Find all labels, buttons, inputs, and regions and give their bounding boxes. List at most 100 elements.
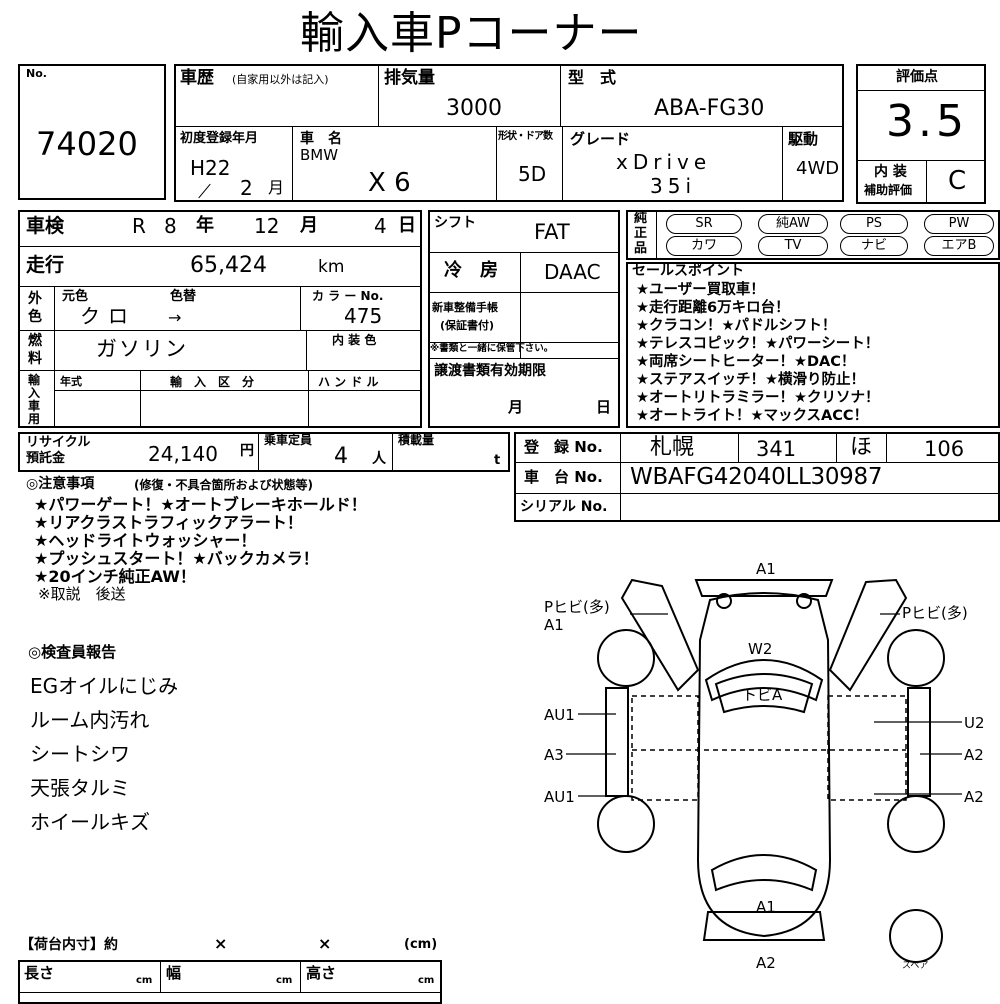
inspection-month-unit: 月: [300, 215, 318, 236]
cargo-width-label: 幅: [166, 964, 182, 982]
interior-rating-label-1: 内 装: [874, 164, 907, 180]
car-outline: [597, 578, 945, 963]
cargo-title: 【荷台内寸】約: [20, 937, 118, 953]
load-label: 積載量: [398, 433, 435, 447]
ac-label: 冷 房: [444, 260, 498, 281]
car-name: X 6: [368, 168, 411, 198]
exterior-color-value: クロ: [80, 304, 136, 328]
inspection-day: 4: [374, 214, 387, 238]
grade-label: グレード: [570, 130, 631, 148]
grade-line2: 35i: [650, 174, 697, 198]
fuel-label-2: 料: [28, 351, 42, 367]
serial-label: シリアル No.: [520, 499, 608, 515]
shift-value: FAT: [534, 220, 570, 244]
displacement-label: 排気量: [384, 68, 435, 88]
selling-points-title: セールスポイント: [632, 263, 744, 279]
registration-number: 106: [924, 437, 965, 461]
history-label: 車歴: [180, 68, 214, 88]
equip-airbag: エアB: [924, 236, 994, 256]
note-line: ※取説 後送: [38, 585, 126, 603]
recycle-value: 24,140: [148, 442, 218, 466]
registration-label: 登 録 No.: [524, 438, 603, 456]
lot-label: No.: [26, 67, 47, 80]
selling-point-line: ★クラコン！★パドルシフト！: [636, 318, 837, 334]
import-year-label: 年式: [60, 375, 82, 388]
transfer-day-unit: 日: [596, 398, 612, 416]
mileage-label: 走行: [26, 254, 65, 276]
damage-labels: A1 Pヒビ(多) A1 Pヒビ(多) W2 トビA AU1 A3 AU1 U2…: [544, 560, 985, 972]
registration-kana: ほ: [850, 435, 873, 460]
inspection-month: 12: [254, 214, 280, 238]
inspector-line: EGオイルにじみ: [30, 674, 179, 698]
mileage-unit: km: [318, 257, 345, 277]
label-left-upper: AU1: [544, 706, 575, 724]
capacity-unit: 人: [372, 451, 386, 467]
capacity-label: 乗車定員: [264, 433, 313, 447]
inspection-year-unit: 年: [196, 215, 214, 236]
mileage-value: 65,424: [190, 253, 267, 278]
note-line: ★20インチ純正AW！: [34, 567, 196, 586]
selling-point-line: ★ユーザー買取車！: [636, 282, 765, 298]
cargo-width-unit: cm: [276, 975, 293, 986]
door-outlines: [631, 695, 907, 801]
load-unit: t: [494, 453, 501, 468]
selling-point-line: ★オートライト！★マックスACC！: [636, 408, 869, 424]
equip-navi: ナビ: [840, 236, 908, 256]
equip-ps: PS: [840, 214, 908, 234]
label-rear: A1: [756, 898, 776, 916]
label-roof: トビA: [742, 686, 783, 704]
cargo-height-label: 高さ: [306, 964, 337, 982]
import-label-1: 輸: [28, 373, 41, 387]
drive-value: 4WD: [796, 158, 840, 179]
equipment-box: [626, 210, 1000, 260]
registration-area: 札幌: [650, 435, 695, 460]
handle-label: ハ ン ド ル: [318, 375, 379, 389]
selling-point-line: ★オートリトラミラー！★クリソナ！: [636, 390, 880, 406]
cargo-grid: [18, 960, 442, 1004]
cargo-length-label: 長さ: [24, 964, 55, 982]
warranty-note: ※書類と一緒に保管下さい。: [430, 343, 554, 354]
equipment-label-2: 正: [634, 226, 648, 241]
label-right-upper: U2: [964, 714, 985, 732]
transfer-label: 譲渡書類有効期限: [434, 363, 546, 379]
notes-title: ◎注意事項: [26, 476, 95, 492]
equip-leather: カワ: [666, 236, 742, 256]
rating-value: 3.5: [886, 96, 968, 147]
selling-point-line: ★ステアスイッチ！★横滑り防止！: [636, 372, 865, 388]
recycle-unit: 円: [240, 443, 254, 459]
cargo-length-unit: cm: [136, 975, 153, 986]
label-right-front: Pヒビ(多): [902, 604, 968, 622]
recycle-label-1: リサイクル: [26, 435, 91, 450]
orig-color-label: 元色: [62, 289, 89, 304]
inspection-year: 8: [164, 214, 177, 238]
inspection-day-unit: 日: [398, 215, 416, 236]
lot-number: 74020: [36, 125, 138, 163]
transfer-month-unit: 月: [508, 398, 524, 416]
inspector-line: ルーム内汚れ: [30, 708, 150, 732]
first-reg-year: H22: [190, 156, 231, 180]
chassis-label: 車 台 No.: [524, 468, 603, 486]
label-front-bumper: A1: [756, 560, 776, 578]
first-reg-month: 2: [240, 176, 253, 200]
interior-rating-label-2: 補助評価: [864, 183, 913, 197]
label-left-front: Pヒビ(多): [544, 598, 610, 616]
equip-tv: TV: [758, 236, 828, 256]
registration-grid: [514, 432, 1000, 522]
selling-point-line: ★走行距離6万キロ台！: [636, 300, 790, 316]
note-line: ★ヘッドライトウォッシャー！: [34, 531, 257, 550]
note-line: ★パワーゲート！★オートブレーキホールド！: [34, 495, 367, 514]
label-left-mid: A3: [544, 746, 564, 764]
warranty-label-2: (保証書付): [440, 319, 495, 332]
shift-ac-grid: [428, 210, 620, 428]
cargo-times-2: ×: [318, 934, 332, 953]
first-reg-month-unit: 月: [268, 178, 285, 197]
fuel-label-1: 燃: [28, 333, 42, 349]
selling-points-box: [626, 262, 1000, 428]
model-code-value: ABA-FG30: [654, 96, 765, 121]
car-maker: BMW: [300, 146, 339, 164]
inspector-line: ホイールキズ: [30, 810, 150, 834]
selling-point-line: ★両席シートヒーター！★DAC！: [636, 354, 856, 370]
top-info-grid: [174, 64, 844, 202]
shift-label: シフト: [434, 215, 476, 231]
grade-line1: xDrive: [616, 150, 712, 174]
